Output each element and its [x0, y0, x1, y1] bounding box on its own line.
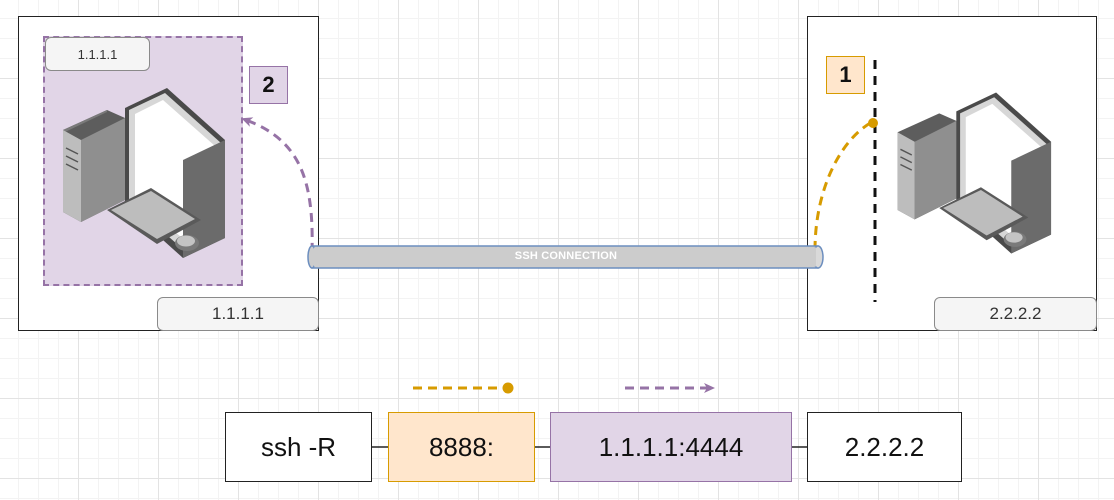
- left-host-bottom-label: 1.1.1.1: [157, 297, 319, 331]
- step-badge-2: 2: [249, 66, 288, 104]
- local-forward-connector: [241, 117, 314, 253]
- desktop-computer-icon: [897, 92, 1052, 254]
- legend-remote-dot: [502, 382, 514, 394]
- remote-forward-dot: [868, 118, 878, 128]
- ssh-tunnel: [307, 245, 824, 269]
- left-host-top-label: 1.1.1.1: [45, 37, 150, 71]
- ssh-connection-label: SSH CONNECTION: [514, 250, 618, 262]
- right-host-bottom-label: 2.2.2.2: [934, 297, 1097, 331]
- command-part-server: 2.2.2.2: [807, 412, 962, 482]
- remote-forward-connector: [813, 120, 873, 251]
- command-part-remote-port: 8888:: [388, 412, 535, 482]
- step-badge-1: 1: [826, 56, 865, 94]
- desktop-computer-icon: [63, 88, 225, 258]
- command-part-ssh: ssh -R: [225, 412, 372, 482]
- command-part-local-target: 1.1.1.1:4444: [550, 412, 792, 482]
